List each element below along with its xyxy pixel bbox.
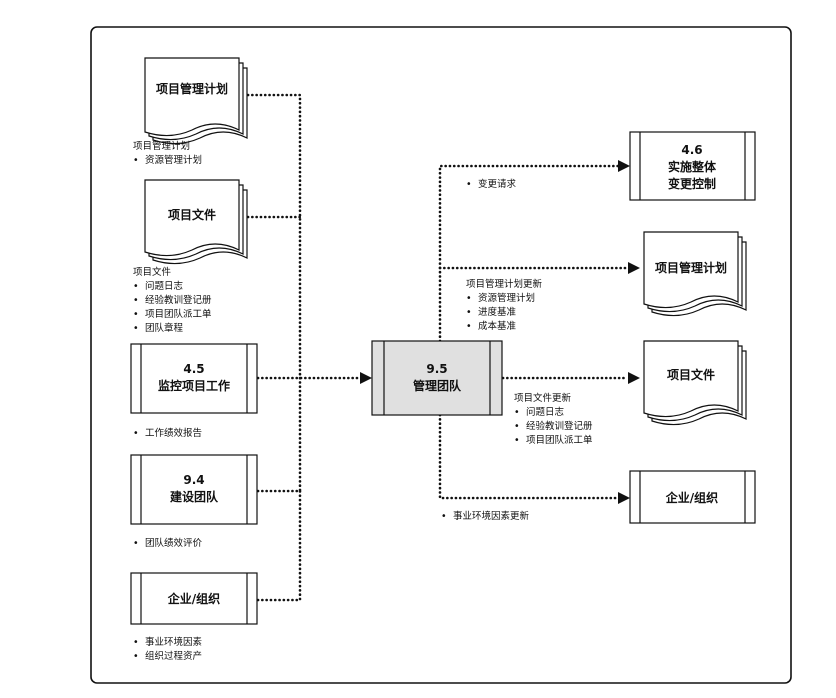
output-project-docs-update-item: 经验教训登记册 (526, 420, 593, 432)
output-integrated-change-process[interactable]: 4.6 实施整体 变更控制 (629, 131, 756, 201)
output-change-request-item: 变更请求 (478, 178, 517, 190)
connector-enterprise (256, 489, 302, 602)
input-develop-team-note-item: 团队绩效评价 (145, 537, 203, 549)
enterprise-box (629, 470, 756, 524)
output-pm-plan-title: 项目管理计划 (655, 260, 727, 275)
output-pm-plan-update-item: 成本基准 (478, 320, 517, 332)
enterprise-box (130, 572, 258, 625)
process-box (629, 131, 756, 201)
process-box (130, 454, 258, 525)
output-pm-plan-doc[interactable]: 项目管理计划 (643, 231, 747, 317)
input-pm-plan-note-bullet: • (133, 155, 139, 166)
doc-sheet-front (144, 57, 240, 137)
input-project-docs-note-item: 经验教训登记册 (145, 294, 212, 306)
bullet: • (133, 323, 139, 334)
input-enterprise-title: 企业/组织 (167, 591, 220, 606)
input-project-docs-note-head: 项目文件 (133, 266, 172, 278)
input-develop-team-process[interactable]: 9.4 建设团队 (130, 454, 258, 525)
bullet: • (133, 281, 139, 292)
center-title: 管理团队 (413, 378, 462, 393)
output-pm-plan-update-head: 项目管理计划更新 (466, 278, 543, 290)
input-project-docs-note-item: 问题日志 (145, 280, 183, 292)
input-enterprise-note-item: 组织过程资产 (145, 650, 202, 662)
input-develop-team-code: 9.4 (183, 473, 204, 487)
input-pm-plan-note-item: 资源管理计划 (145, 154, 202, 166)
output-project-docs-update-item: 项目团队派工单 (526, 434, 593, 446)
output-pm-plan-update-item: 资源管理计划 (478, 292, 535, 304)
bullet: • (133, 538, 139, 549)
process-box (130, 343, 258, 414)
diagram-frame (90, 26, 792, 684)
arrowhead-to-project-docs (628, 372, 640, 384)
doc-sheet-front (144, 179, 240, 257)
bullet: • (514, 421, 520, 432)
output-project-docs-doc[interactable]: 项目文件 (643, 340, 747, 426)
output-enterprise-org[interactable]: 企业/组织 (629, 470, 756, 524)
input-develop-team-title: 建设团队 (169, 489, 219, 504)
output-project-docs-update-head: 项目文件更新 (514, 392, 572, 404)
input-monitor-work-note-item: 工作绩效报告 (145, 427, 202, 439)
connector-center-up (438, 164, 622, 343)
doc-sheet-front (643, 231, 739, 309)
arrowheads (360, 160, 640, 504)
bullet: • (514, 435, 520, 446)
input-monitor-work-process[interactable]: 4.5 监控项目工作 (130, 343, 258, 414)
center-manage-team-process[interactable]: 9.5 管理团队 (371, 340, 503, 416)
bullet: • (133, 428, 139, 439)
arrowhead-to-pm-plan (628, 262, 640, 274)
input-pm-plan-doc[interactable]: 项目管理计划 (144, 57, 248, 145)
bullet: • (133, 651, 139, 662)
arrowhead-to-enterprise (618, 492, 630, 504)
input-pm-plan-title: 项目管理计划 (156, 81, 228, 96)
input-enterprise-note-item: 事业环境因素 (145, 636, 203, 648)
output-pm-plan-update-item: 进度基准 (478, 306, 517, 318)
connector-develop-team (256, 376, 302, 493)
bullet: • (466, 321, 472, 332)
input-project-docs-note-item: 团队章程 (145, 322, 184, 334)
connectors (246, 93, 629, 602)
bullet: • (133, 309, 139, 320)
bullet: • (441, 511, 447, 522)
connector-pm-plan (246, 93, 302, 380)
arrowhead-to-center (360, 372, 372, 384)
bullet: • (466, 307, 472, 318)
output-integrated-change-title-1: 实施整体 (668, 159, 717, 174)
input-pm-plan-note-head: 项目管理计划 (133, 140, 190, 152)
connector-center-down (438, 413, 622, 500)
bullet: • (133, 295, 139, 306)
doc-sheet-front (643, 340, 739, 418)
bullet: • (466, 179, 472, 190)
bullet: • (133, 637, 139, 648)
input-monitor-work-title: 监控项目工作 (158, 378, 230, 393)
output-project-docs-title: 项目文件 (667, 367, 715, 382)
input-project-docs-doc[interactable]: 项目文件 (144, 179, 248, 265)
center-code: 9.5 (426, 362, 447, 376)
input-enterprise-org[interactable]: 企业/组织 (130, 572, 258, 625)
input-project-docs-title: 项目文件 (168, 207, 216, 222)
arrowhead-to-integrated-change (618, 160, 630, 172)
input-project-docs-note-item: 项目团队派工单 (145, 308, 212, 320)
output-integrated-change-code: 4.6 (681, 143, 702, 157)
center-process-box (371, 340, 503, 416)
output-enterprise-title: 企业/组织 (665, 490, 718, 505)
output-eef-update-item: 事业环境因素更新 (453, 510, 530, 522)
bullet: • (466, 293, 472, 304)
input-monitor-work-code: 4.5 (183, 362, 204, 376)
output-integrated-change-title-2: 变更控制 (668, 176, 716, 191)
output-project-docs-update-item: 问题日志 (526, 406, 564, 418)
bullet: • (514, 407, 520, 418)
